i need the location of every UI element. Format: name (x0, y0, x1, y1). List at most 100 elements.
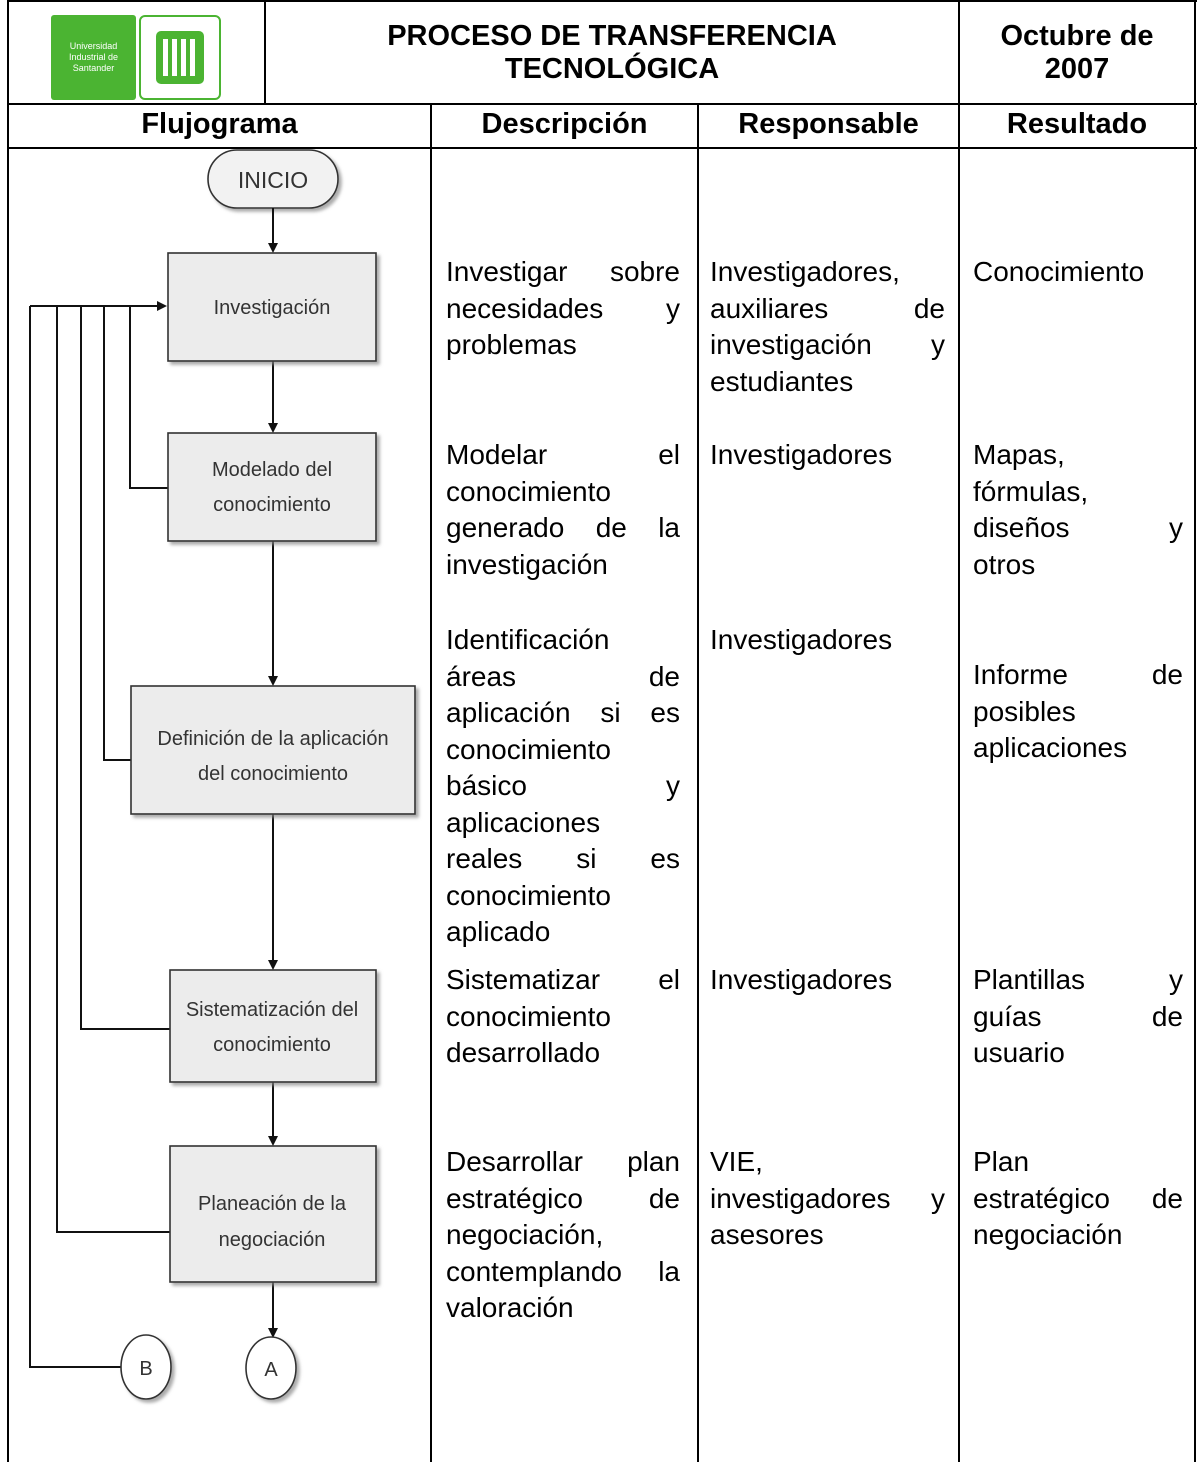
step-label: del conocimiento (198, 763, 348, 785)
cell-line: generado de la (446, 512, 680, 543)
cell-line: Investigadores (710, 624, 893, 655)
title-line-1: PROCESO DE TRANSFERENCIA (387, 20, 837, 52)
connector-b-label: B (139, 1358, 152, 1380)
cell-line: diseños y (973, 512, 1183, 543)
cell-line: estratégico de (446, 1182, 680, 1214)
cell-line: negociación, (446, 1219, 604, 1250)
cell-line: asesores (710, 1219, 824, 1250)
document-date: Octubre de 2007 (960, 20, 1194, 86)
step-label: Sistematización del (186, 999, 358, 1021)
cell-line: otros (973, 548, 1036, 580)
logo-cell-divider (264, 0, 266, 104)
step-label: negociación (219, 1229, 326, 1251)
step-modelado: Modelado del conocimiento (167, 432, 377, 542)
start-terminator: INICIO (207, 149, 339, 209)
cell-line: problemas (446, 329, 577, 360)
date-line-2: 2007 (1044, 53, 1110, 85)
cell-descripcion: Modelar el conocimiento generado de la inve… (446, 437, 680, 583)
step-definicion: Definición de la aplicación del conocimi… (130, 685, 416, 815)
step-label: Modelado del (212, 459, 332, 481)
cell-line: auxiliares de (710, 292, 945, 324)
cell-descripcion: Identificación áreas de aplicación si es co… (446, 622, 680, 951)
cell-line: negociación (973, 1219, 1123, 1250)
cell-line: Desarrollar plan (446, 1146, 680, 1177)
connector-a: A (245, 1336, 297, 1400)
cell-responsable: VIE, investigadores y asesores (710, 1144, 945, 1254)
step-sistematizacion: Sistematización del conocimiento (169, 969, 377, 1083)
cell-line: Modelar el (446, 439, 680, 470)
cell-resultado: Plantillas y guías de usuario (973, 962, 1183, 1072)
cell-line: aplicaciones (973, 732, 1128, 763)
cell-line: Investigadores (710, 439, 893, 470)
cell-line: Investigar sobre (446, 256, 680, 287)
cell-line: guías de (973, 1000, 1183, 1032)
cell-line: aplicado (446, 916, 551, 947)
connector-b: B (120, 1334, 172, 1400)
cell-descripcion: Sistematizar el conocimiento desarrollado (446, 962, 680, 1072)
step-label: conocimiento (213, 494, 331, 516)
cell-line: estratégico de (973, 1182, 1183, 1214)
cell-line: Investigadores, (710, 256, 900, 287)
logo-text: Universidad Industrial de Santander (68, 41, 119, 73)
column-header-responsable: Responsable (738, 108, 919, 140)
cell-line: usuario (973, 1037, 1065, 1068)
cell-line: Mapas, (973, 439, 1065, 470)
title-line-2: TECNOLÓGICA (504, 53, 720, 85)
cell-line: conocimiento (446, 475, 611, 507)
step-label: Definición de la aplicación (157, 728, 388, 750)
cell-line: estudiantes (710, 365, 854, 397)
cell-descripcion: Desarrollar plan estratégico de negociació… (446, 1144, 680, 1327)
cell-line: investigación y (710, 329, 945, 360)
cell-line: investigación (446, 548, 608, 580)
desc-resp-divider (697, 103, 699, 1462)
table-top-border (7, 0, 1197, 2)
cell-line: VIE, (710, 1146, 763, 1177)
cell-responsable: Investigadores (710, 622, 945, 659)
cell-line: Plantillas y (973, 964, 1183, 995)
step-label: Planeación de la (198, 1193, 347, 1215)
column-header-resultado: Resultado (1006, 108, 1148, 140)
flow-desc-divider (430, 103, 432, 1462)
cell-line: posibles (973, 695, 1076, 727)
cell-responsable: Investigadores (710, 437, 945, 474)
cell-responsable: Investigadores, auxiliares de investigació… (710, 254, 945, 400)
step-planeacion: Planeación de la negociación (169, 1145, 377, 1283)
cell-line: Sistematizar el (446, 964, 680, 995)
cell-descripcion: Investigar sobre necesidades y problemas (446, 254, 680, 364)
document-title: PROCESO DE TRANSFERENCIA TECNOLÓGICA (266, 20, 958, 86)
cell-line: básico y (446, 770, 680, 801)
cell-line: Conocimiento (973, 256, 1145, 287)
step-label: Investigación (214, 297, 331, 319)
resp-result-divider (958, 0, 960, 1462)
feedback-lines (29, 301, 170, 1368)
uis-seal-icon (139, 15, 221, 100)
cell-line: necesidades y (446, 292, 680, 324)
column-header-divider (7, 147, 1197, 149)
cell-line: reales si es (446, 843, 680, 874)
cell-line: aplicación si es (446, 697, 680, 728)
cell-line: aplicaciones (446, 806, 601, 838)
cell-line: Identificación (446, 624, 610, 655)
step-investigacion: Investigación (167, 252, 377, 362)
cell-line: conocimiento (446, 879, 611, 911)
table-right-border (1194, 0, 1196, 1462)
cell-responsable: Investigadores (710, 962, 945, 999)
column-header-flujograma: Flujograma (141, 108, 298, 140)
cell-line: contemplando la (446, 1255, 680, 1287)
cell-line: valoración (446, 1292, 574, 1323)
cell-line: conocimiento (446, 733, 611, 765)
cell-line: áreas de (446, 660, 680, 692)
header-divider (7, 103, 1197, 105)
connector-a-label: A (264, 1359, 278, 1381)
table-left-border (7, 0, 9, 1462)
university-logo: Universidad Industrial de Santander (51, 15, 136, 100)
cell-line: Investigadores (710, 964, 893, 995)
cell-line: desarrollado (446, 1037, 601, 1068)
cell-line: conocimiento (446, 1000, 611, 1032)
column-header-descripcion: Descripción (481, 108, 648, 140)
cell-line: investigadores y (710, 1182, 945, 1214)
